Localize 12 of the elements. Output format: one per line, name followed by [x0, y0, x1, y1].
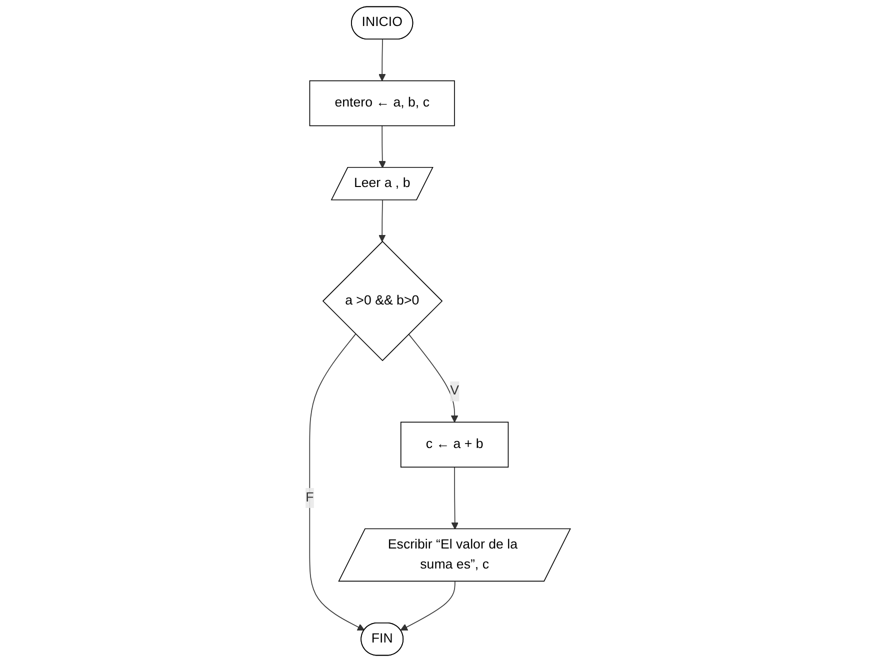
arrow	[400, 581, 456, 631]
edge-label: F	[306, 490, 314, 505]
node-box: c ← a + b	[400, 422, 509, 468]
arrow	[408, 334, 458, 422]
arrow	[378, 200, 386, 242]
arrow	[451, 466, 459, 530]
arrow	[309, 334, 365, 631]
arrow	[378, 125, 386, 168]
node-box: entero ← a, b, c	[309, 80, 455, 126]
edge-label: V	[450, 384, 460, 398]
node-diamond: a >0 && b>0	[322, 240, 443, 362]
arrow	[378, 39, 386, 82]
